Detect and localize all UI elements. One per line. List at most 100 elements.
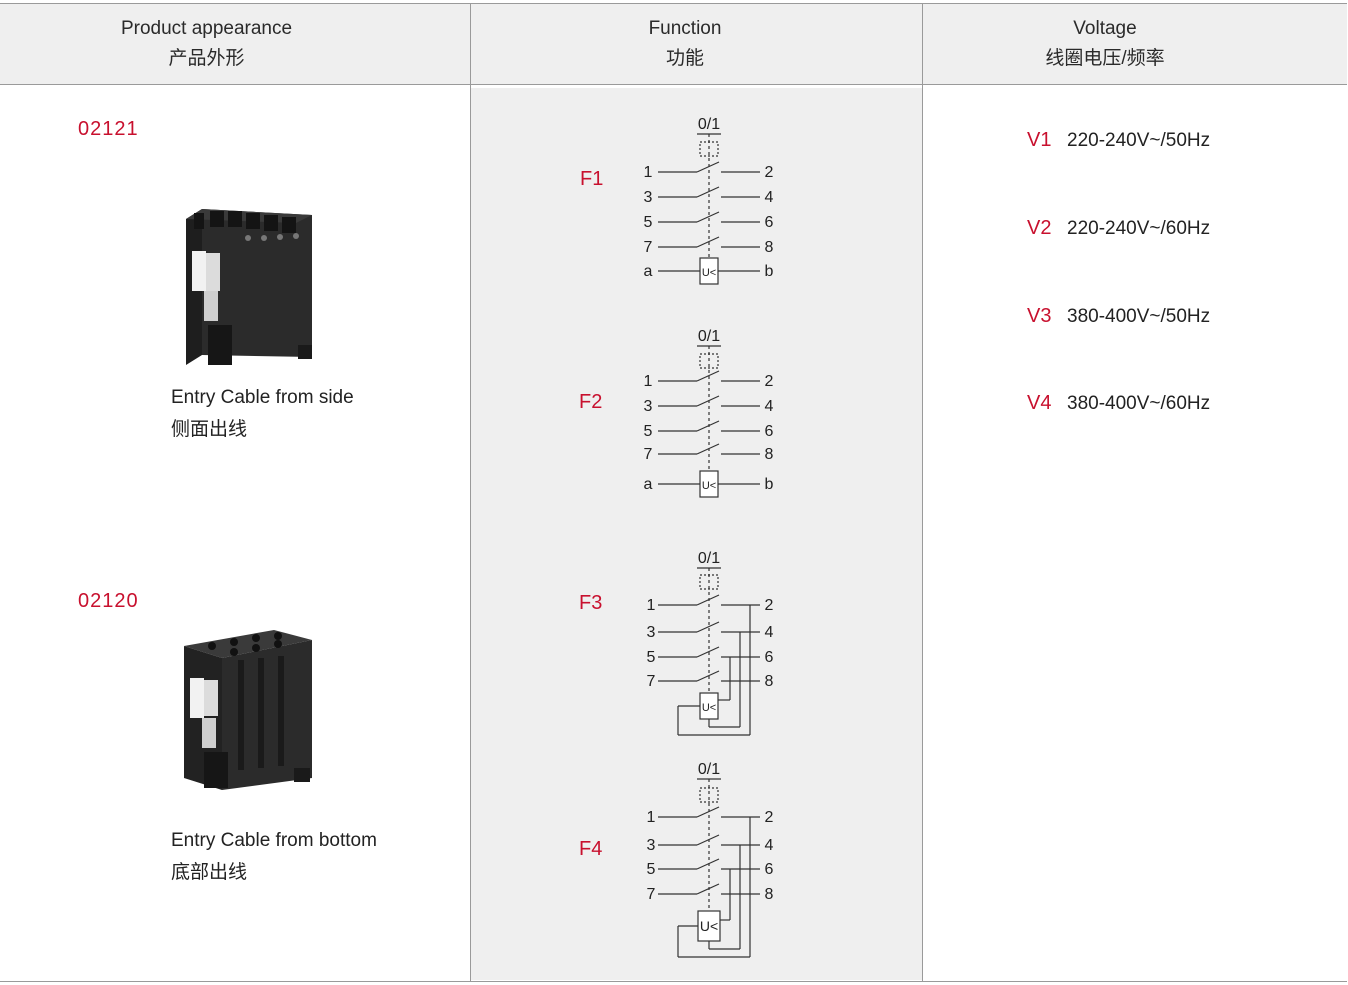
terminal-label: 3 (647, 624, 656, 641)
terminal-label: 8 (765, 239, 774, 256)
terminal-label: 2 (765, 809, 774, 826)
terminal-label: 6 (765, 214, 774, 231)
contact-blade (696, 670, 720, 682)
terminal-label: 8 (765, 673, 774, 690)
voltage-code: V1 (1027, 129, 1052, 151)
contact-blade (696, 236, 720, 248)
terminal-label: 5 (647, 861, 656, 878)
product-caption-en: Entry Cable from bottom (171, 830, 377, 851)
terminal-label: 1 (644, 373, 653, 390)
product-caption-zh: 底部出线 (171, 862, 248, 883)
table-bottom-border (0, 981, 1347, 982)
terminal-label: 6 (765, 649, 774, 666)
switch-position-label: 0/1 (698, 116, 720, 133)
coil-label: U< (700, 918, 718, 934)
terminal-label: 7 (644, 446, 653, 463)
switch-position-label: 0/1 (698, 328, 720, 345)
terminal-label: 7 (647, 673, 656, 690)
terminal-label: 6 (765, 861, 774, 878)
contact-blade (696, 161, 720, 173)
coil-label: U< (702, 267, 716, 279)
function-label: F3 (579, 592, 603, 614)
voltage-value: 380-400V~/50Hz (1067, 306, 1211, 327)
contact-blade (696, 395, 720, 407)
terminal-label: 7 (644, 239, 653, 256)
voltage-value: 220-240V~/50Hz (1067, 130, 1211, 151)
product-caption: Entry Cable from bottom 底部出线 (171, 825, 377, 889)
terminal-label: 3 (644, 398, 653, 415)
header-product-appearance: Product appearance 产品外形 (0, 4, 413, 84)
function-label: F1 (580, 168, 604, 190)
terminal-label: 5 (644, 423, 653, 440)
header-product-zh: 产品外形 (168, 48, 245, 69)
column-divider (922, 3, 923, 981)
terminal-label: a (644, 263, 653, 280)
voltage-value: 380-400V~/60Hz (1067, 393, 1211, 414)
terminal-label: 2 (765, 373, 774, 390)
terminal-label: 7 (647, 886, 656, 903)
header-function: Function 功能 (471, 4, 899, 84)
contact-blade (696, 594, 720, 606)
contact-blade (696, 443, 720, 455)
coil-label: U< (702, 702, 716, 714)
header-voltage: Voltage 线圈电压/频率 (923, 4, 1287, 84)
switch-position-label: 0/1 (698, 761, 720, 778)
contact-blade (696, 646, 720, 658)
contact-blade (696, 834, 720, 846)
terminal-label: a (644, 476, 653, 493)
terminal-label: 2 (765, 597, 774, 614)
terminal-label: 4 (765, 624, 774, 641)
product-code: 02120 (78, 590, 139, 612)
voltage-row: V4 380-400V~/60Hz (1027, 392, 1210, 415)
column-divider (470, 3, 471, 981)
product-caption-en: Entry Cable from side (171, 387, 354, 408)
terminal-label: 4 (765, 837, 774, 854)
contact-blade (696, 186, 720, 198)
terminal-label: 8 (765, 886, 774, 903)
coil-label: U< (702, 480, 716, 492)
terminal-label: 3 (647, 837, 656, 854)
header-product-en: Product appearance (120, 18, 293, 39)
terminal-label: 4 (765, 398, 774, 415)
voltage-code: V3 (1027, 305, 1052, 327)
contact-blade (696, 621, 720, 633)
terminal-label: 5 (647, 649, 656, 666)
function-label: F4 (579, 838, 603, 860)
product-caption: Entry Cable from side 侧面出线 (171, 382, 354, 446)
product-image-side-entry (186, 209, 312, 365)
product-caption-zh: 侧面出线 (171, 419, 248, 440)
voltage-value: 220-240V~/60Hz (1067, 218, 1211, 239)
terminal-label: b (765, 476, 774, 493)
switch-position-label: 0/1 (698, 550, 720, 567)
terminal-label: 1 (647, 809, 656, 826)
contact-blade (696, 858, 720, 870)
voltage-row: V3 380-400V~/50Hz (1027, 305, 1210, 328)
product-image-bottom-entry (184, 630, 312, 790)
terminal-label: 1 (644, 164, 653, 181)
terminal-label: 3 (644, 189, 653, 206)
header-voltage-zh: 线圈电压/频率 (1045, 48, 1165, 69)
voltage-row: V2 220-240V~/60Hz (1027, 217, 1210, 240)
voltage-code: V4 (1027, 392, 1052, 414)
terminal-label: 2 (765, 164, 774, 181)
table-header: Product appearance 产品外形 Function 功能 Volt… (0, 3, 1347, 85)
contact-blade (696, 420, 720, 432)
terminal-label: 4 (765, 189, 774, 206)
terminal-label: 5 (644, 214, 653, 231)
function-label: F2 (579, 391, 603, 413)
header-function-en: Function (648, 18, 722, 39)
product-code: 02121 (78, 118, 139, 140)
contact-blade (696, 806, 720, 818)
terminal-label: 6 (765, 423, 774, 440)
contact-blade (696, 211, 720, 223)
terminal-label: 1 (647, 597, 656, 614)
contact-blade (696, 883, 720, 895)
function-column-background (471, 88, 922, 980)
header-voltage-en: Voltage (1073, 18, 1137, 39)
voltage-code: V2 (1027, 217, 1052, 239)
terminal-label: 8 (765, 446, 774, 463)
voltage-row: V1 220-240V~/50Hz (1027, 129, 1210, 152)
contact-blade (696, 370, 720, 382)
terminal-label: b (765, 263, 774, 280)
